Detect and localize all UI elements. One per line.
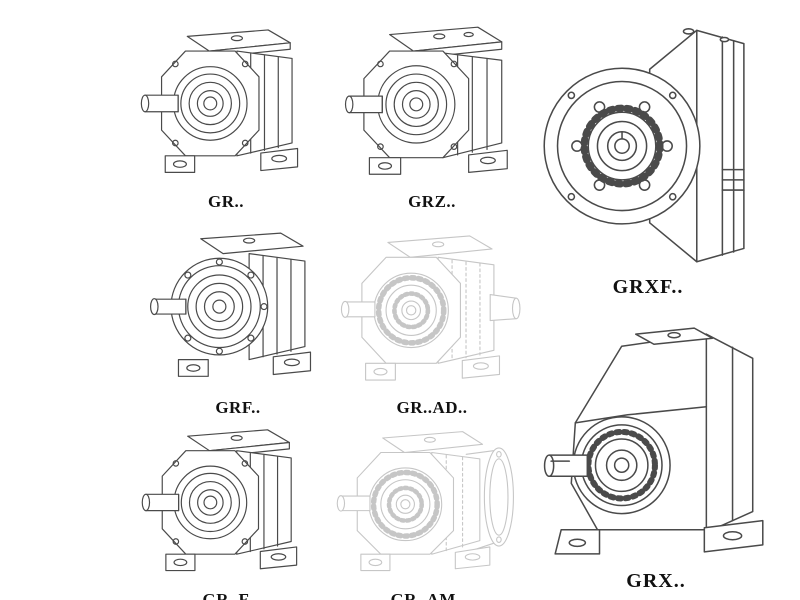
figure-grx: GRX.. (536, 314, 776, 593)
figure-label-grz: GRZ.. (408, 192, 456, 211)
figure-grxf: GRXF.. (538, 16, 758, 299)
figure-label-grx: GRX.. (626, 570, 686, 592)
grf-gearbox-drawing (145, 222, 331, 394)
figure-label-gr-ad: GR..AD.. (396, 398, 468, 417)
figure-label-grxf: GRXF.. (612, 276, 684, 298)
gr-gearbox-drawing (134, 18, 318, 188)
figure-gr-f: GR..F (128, 418, 324, 600)
figure-label-grf: GRF.. (215, 398, 261, 417)
figure-label-gr-am: GR..AM.. (390, 590, 466, 600)
gr-f-gearbox-drawing (135, 418, 317, 586)
grxf-gearbox-drawing (535, 16, 760, 272)
gr-ad-gearbox-drawing (334, 222, 529, 394)
grz-gearbox-drawing (340, 18, 524, 188)
figure-label-gr: GR.. (208, 192, 244, 211)
figure-gr: GR.. (128, 18, 324, 212)
gr-am-gearbox-drawing (330, 418, 525, 586)
grx-gearbox-drawing (535, 314, 777, 566)
figure-grz: GRZ.. (336, 18, 528, 212)
figure-label-gr-f: GR..F (202, 590, 250, 600)
figure-grf: GRF.. (138, 222, 338, 418)
figure-gr-am: GR..AM.. (322, 418, 534, 600)
figure-gr-ad: GR..AD.. (326, 222, 538, 418)
